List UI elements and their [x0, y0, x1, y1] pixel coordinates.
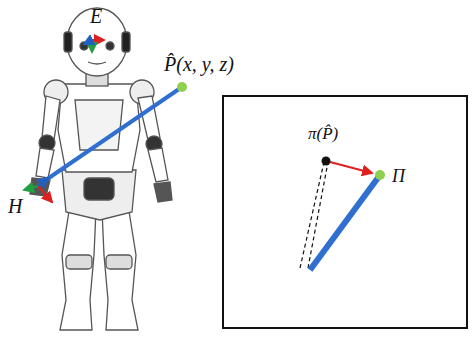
frame-label: H — [8, 196, 22, 216]
robot-body — [30, 8, 172, 330]
frame-label: P̂(x, y, z) — [164, 54, 234, 74]
pointing-ray — [40, 87, 182, 184]
image-plane: π(P̂) Π — [222, 95, 468, 329]
target-point — [177, 82, 187, 92]
plane-label: Π — [392, 167, 405, 185]
head-frame-axes — [84, 40, 104, 52]
frame-label: E — [90, 6, 102, 26]
projection-label: π(P̂) — [308, 125, 338, 142]
image-plane-drawing — [300, 157, 385, 271]
hand-frame-axes — [24, 178, 52, 202]
